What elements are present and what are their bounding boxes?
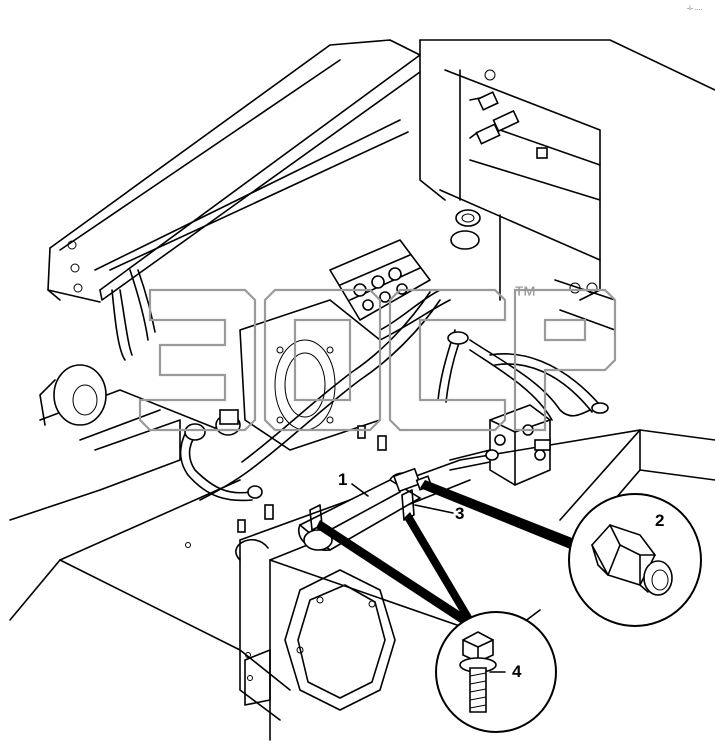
callout-4: 4 (512, 662, 522, 681)
boom-hoses (111, 269, 156, 361)
filter-assembly (298, 467, 433, 551)
right-valve-group (449, 404, 551, 486)
long-hose (179, 291, 441, 502)
watermark: ™ (138, 282, 617, 432)
corner-mark: -i- .... (687, 5, 703, 12)
studs (185, 425, 387, 681)
detail-fitting (568, 493, 702, 627)
callout-1: 1 (338, 470, 347, 489)
left-platform (9, 364, 291, 691)
watermark-trademark: ™ (513, 282, 537, 309)
upper-frame (419, 39, 715, 331)
leader-lines (316, 480, 590, 624)
detail-bolt (435, 611, 557, 733)
boom-arm (47, 39, 421, 303)
callout-2: 2 (655, 511, 664, 530)
right-hoses (437, 329, 609, 421)
callout-3: 3 (455, 504, 464, 523)
